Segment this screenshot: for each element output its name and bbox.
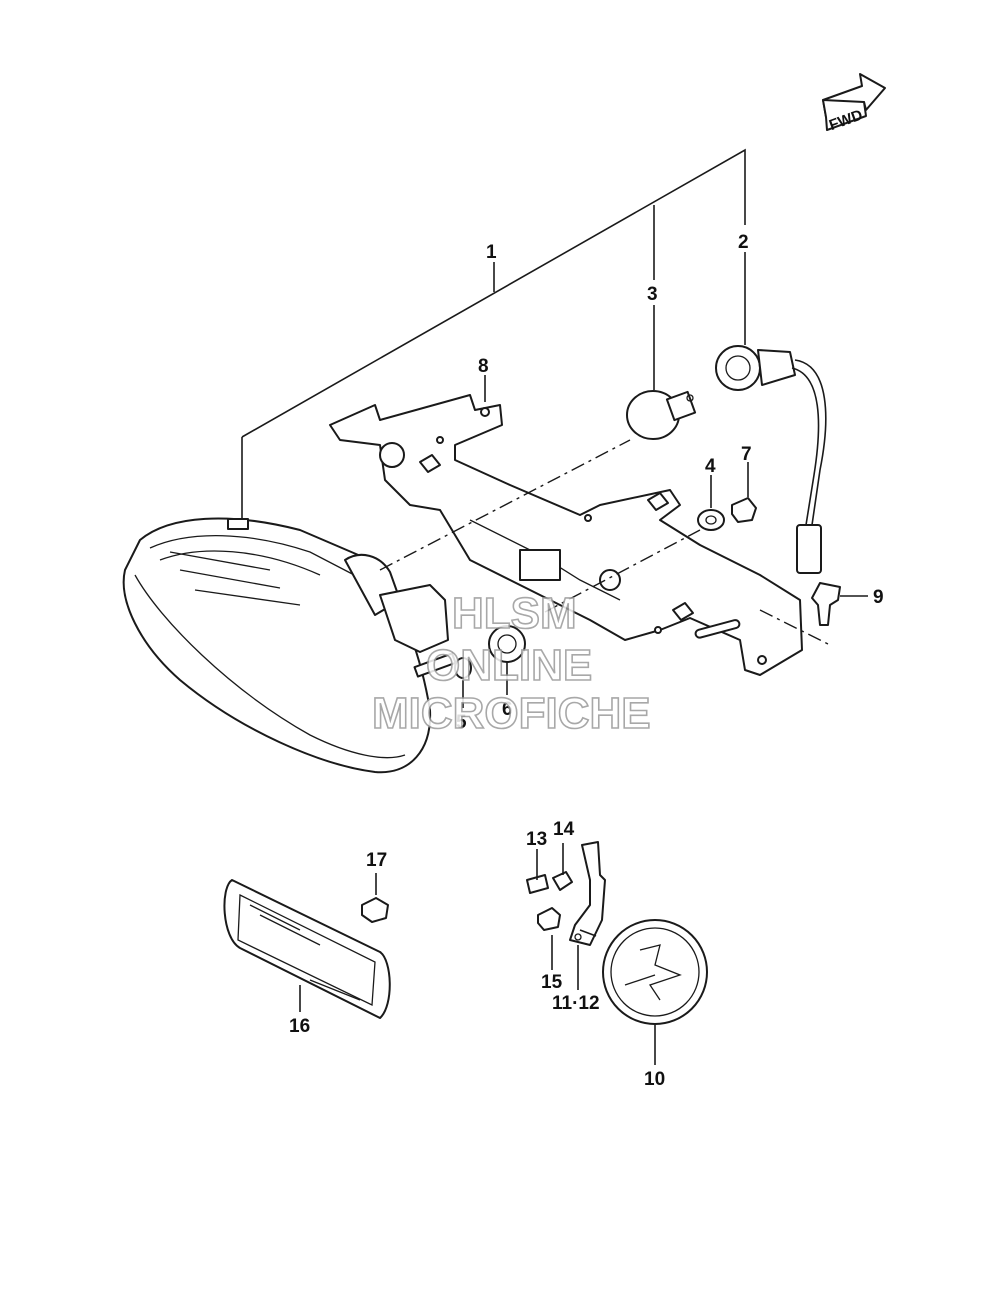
grommet-5 — [454, 657, 472, 679]
callout-1: 1 — [486, 242, 497, 263]
callout-15: 15 — [541, 972, 563, 993]
leader-lines-1-2-3 — [241, 148, 746, 520]
callout-14: 14 — [553, 819, 575, 840]
assembly-guide-lines — [379, 439, 831, 646]
nut-7 — [731, 497, 757, 523]
callout-7: 7 — [741, 444, 752, 465]
callout-10: 10 — [644, 1069, 665, 1090]
washer-4 — [697, 509, 725, 531]
callout-17: 17 — [366, 850, 387, 871]
fwd-arrow-icon: FWD — [822, 73, 886, 134]
bulb — [626, 390, 697, 440]
bolt-9 — [811, 582, 841, 626]
mounting-bracket — [329, 394, 803, 676]
reflector-rectangular — [223, 879, 391, 1019]
callout-8: 8 — [478, 356, 489, 377]
callout-5: 5 — [456, 712, 467, 733]
callout-labels: 1 2 3 4 5 6 7 8 9 10 11·12 13 14 15 16 1… — [289, 232, 884, 1090]
reflector-round — [526, 841, 708, 1025]
watermark-line-3: MICROFICHE — [372, 689, 651, 738]
watermark-line-1: HLSM — [452, 589, 577, 638]
small-parts — [454, 497, 841, 679]
callout-2: 2 — [738, 232, 749, 253]
callout-11-12: 11·12 — [552, 993, 600, 1014]
callout-9: 9 — [873, 587, 884, 608]
watermark-line-2: ONLINE — [426, 641, 592, 690]
tail-lamp-assembly — [122, 517, 457, 774]
leader-lines-lower — [299, 375, 868, 1065]
callout-13: 13 — [526, 829, 547, 850]
callout-6: 6 — [502, 699, 513, 720]
callout-4: 4 — [705, 456, 716, 477]
callout-16: 16 — [289, 1016, 310, 1037]
watermark: HLSM ONLINE MICROFICHE — [371, 588, 651, 739]
socket-harness — [715, 345, 827, 574]
callout-3: 3 — [647, 284, 658, 305]
